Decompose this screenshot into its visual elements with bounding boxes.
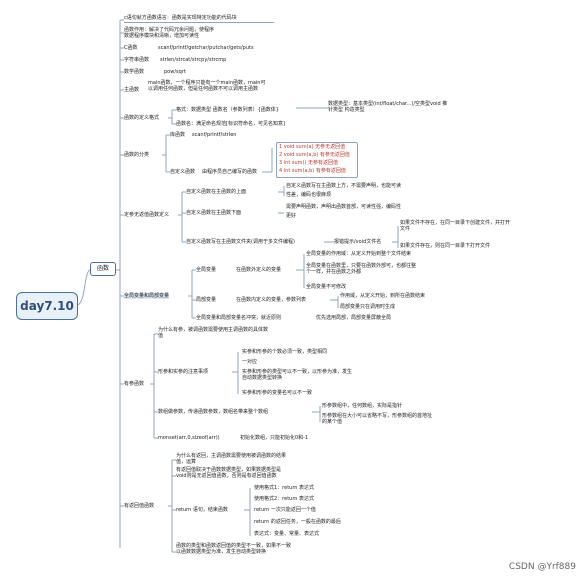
intro-string-functions-label: 字符串函数 [124, 57, 150, 63]
ret-keyword-4: return 的返回任务，一般在函数的最后 [254, 519, 341, 525]
classify-lib-label: 库函数 [170, 132, 186, 138]
def-format: 格式：数据类型 函数名（参数列表）{函数体} [176, 107, 279, 113]
decl-file-not-exist: 如果文件不存在，在同一目录下创建文件，并打开文件 [400, 220, 511, 232]
code-line: 3 int sum() 无参有返回值 [279, 160, 339, 166]
vars-global-def: 在函数外定义的变量 [236, 267, 282, 273]
functions-node: 函数 [90, 262, 116, 276]
intro-c-functions: scanf/printf/getchar/putchar/gets/puts [158, 45, 254, 51]
decl-file-error: 报错提示/void文件名 [334, 239, 382, 245]
classify-label: 函数的分类 [124, 152, 150, 158]
vars-global-3: 全局变量不可修改 [306, 284, 347, 290]
decl-file: 自定义函数写在主函数文件夹(调用于多文件编程) [186, 239, 295, 245]
code-line: 4 int sum(a,b) 有参有返回值 [279, 168, 346, 174]
params-note-2: 一对应 [242, 359, 258, 365]
params-note-3: 实参和形参的类型可以不一致，以形参为准，发生自动数据类型转换 [242, 369, 353, 381]
decl-below-1: 需要声明函数，声明出函数首部，可读性强，编码性 [286, 204, 402, 210]
decl-above-2: 性差，编码也很麻烦 [286, 192, 332, 198]
ret-keyword: return 语句，结束函数 [176, 507, 228, 513]
params-array-1: 形参数组中，任何数组，实际是指针 [322, 403, 403, 409]
params-array-2: 形参数组在大小可以省略不写，形参数组的首地址的某个值 [322, 413, 433, 425]
ret-keyword-5: 表达式：变量、常量、表达式 [254, 531, 320, 537]
intro-math-functions: pow/sqrt [164, 69, 186, 75]
params-label: 有参函数 [124, 381, 145, 387]
intro-math-functions-label: 数学函数 [124, 69, 145, 75]
params-why: 为什么有参，被调函数需要使用主调函数的具体数值 [158, 327, 269, 339]
vars-local-def: 在函数内定义的变量，参数列表 [236, 297, 307, 303]
root-node: day7.10 [16, 292, 78, 320]
vars-local: 局部变量 [196, 297, 217, 303]
intro-c-functions-label: C函数 [124, 45, 138, 51]
vars-global-1: 全局变量的作用域：从定义开始到整个文件结束 [306, 251, 412, 257]
intro-c-language: c语句就方函数语言：函数是实现特定功能的代码块 [124, 15, 237, 21]
def-label: 函数的定义格式 [124, 115, 160, 121]
underline [124, 22, 274, 23]
vars-label: 全局变量和局部变量 [124, 293, 170, 299]
ret-keyword-2: 使用格式2：return 表达式 [254, 496, 315, 502]
vars-global-2: 全局变量在函数里，只要在函数外部可，也都往整个一样，并在函数之外都 [306, 263, 417, 275]
code-line: 1 void sum(a) 无参无返回值 [279, 144, 346, 150]
code-block: 1 void sum(a) 无参无返回值 2 void sum(a,b) 有参无… [276, 142, 358, 178]
params-note-4: 实参和形参的变量名可以不一致 [242, 390, 313, 396]
intro-string-functions: strlen/strcat/strcpy/strcmp [160, 57, 227, 63]
params-array: 数组做参数，传递函数参数，数组名带来整个数组 [158, 409, 269, 415]
decl-below-2: 更好 [286, 213, 297, 219]
ret-why: 为什么有返回，主调函数需要使用被调函数的结果值，运算 [176, 453, 287, 465]
intro-main-label: 主函数 [124, 87, 140, 93]
classify-custom: 由程序员自己编写的函数 [202, 169, 258, 175]
vars-global: 全局变量 [196, 267, 217, 273]
params-memset: monset(arr,0,sizeof(arr)) [158, 435, 220, 441]
def-format-note: 数据类型：基本类型(int/float/char...)/空类型void 推针类… [328, 101, 448, 113]
vars-local-2: 局部变量只在调用时生成 [340, 304, 396, 310]
decl-file-exist: 如果文件存在，则在同一目录下打开文件 [400, 243, 491, 249]
vars-same-name-rule: 优先选用局部，局部变量屏蔽全局 [316, 315, 392, 321]
params-memset-note: 初始化数组，只能初始化0和-1 [240, 435, 309, 441]
intro-purpose: 函数作用：解决了代码冗余问题，使程序数据程序模块和清晰，增加可读性 [124, 27, 215, 39]
vars-same-name: 全局变量和局部变量名冲突，就近原则 [196, 315, 282, 321]
params-note-1: 实参和形参的个数必须一致，类型相同 [242, 349, 328, 355]
ret-type-note: 函数的类型和函数返回值的类型不一致，如果不一致以函数数据类型为准，发生自动类型转… [176, 543, 292, 555]
ret-label: 有返回值函数 [124, 503, 155, 509]
decl-label: 定参无返值函数定义 [124, 212, 170, 218]
decl-below: 自定义函数在主函数下面 [186, 210, 242, 216]
classify-custom-label: 自定义函数 [170, 169, 196, 175]
classify-lib: scanf/printf/strlen [192, 132, 237, 138]
code-line: 2 void sum(a,b) 有参无返回值 [279, 152, 350, 158]
vars-local-1: 作用域，从定义开始，到所在函数结束 [340, 293, 426, 299]
params-notes-label: 形参和实参的注意事项 [158, 369, 209, 375]
ret-keyword-1: 使用格式1：return 表达式 [254, 485, 315, 491]
ret-keyword-3: return 一次只能返回一个值 [254, 507, 316, 513]
decl-above-1: 自定义函数写在主函数上方，不需要声明，也能可读 [286, 183, 402, 189]
watermark: CSDN @Yrf889 [508, 562, 576, 572]
intro-main-desc: main函数，一个程序只能有一个main函数，main可以调用任何函数，但是任何… [148, 80, 266, 92]
def-name: 函数名：满足命名规范[标识符命名，可见名知意] [176, 121, 285, 127]
decl-above: 自定义函数在主函数的上面 [186, 189, 247, 195]
